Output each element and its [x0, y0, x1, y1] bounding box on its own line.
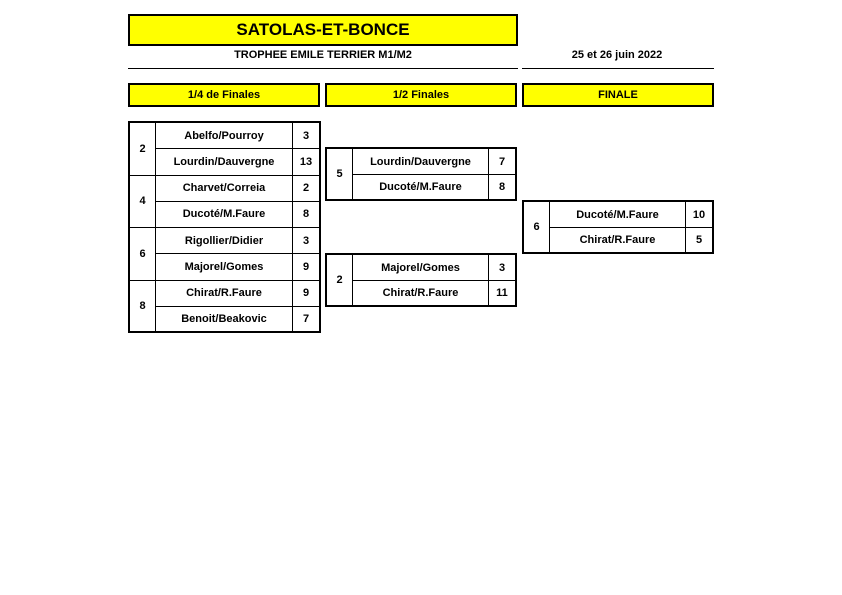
match-seed: 6 [130, 228, 156, 281]
team-score: 2 [293, 176, 319, 202]
team-score: 8 [498, 181, 506, 193]
match-seed: 4 [130, 175, 156, 228]
team-score: 10 [686, 202, 712, 228]
round-header-final: FINALE [522, 83, 714, 107]
team-name: Lourdin/Dauvergne [353, 149, 489, 175]
team-score: 3 [293, 123, 319, 150]
final-match: 6 Ducoté/M.Faure 10 Chirat/R.Faure 5 [522, 200, 714, 254]
team-name: Majorel/Gomes [353, 255, 489, 281]
team-score: 3 [489, 255, 515, 281]
trophy-name: TROPHEE EMILE TERRIER M1/M2 [234, 49, 412, 61]
team-score: 9 [293, 254, 319, 281]
team-name: Chirat/R.Faure [353, 281, 489, 305]
team-name: Charvet/Correia [156, 175, 293, 202]
team-name: Majorel/Gomes [156, 254, 293, 281]
header-rule-left [128, 68, 518, 69]
team-name: Ducoté/M.Faure [156, 201, 293, 228]
match-seed: 2 [327, 255, 353, 305]
team-score: 3 [293, 228, 319, 255]
team-name: Chirat/R.Faure [550, 228, 686, 252]
round-header-quarterfinals: 1/4 de Finales [128, 83, 320, 107]
team-score: 5 [695, 234, 703, 246]
round-header-semifinals: 1/2 Finales [325, 83, 517, 107]
team-score: 7 [302, 312, 310, 325]
team-score: 13 [293, 149, 319, 176]
event-dates: 25 et 26 juin 2022 [571, 49, 663, 61]
team-name: Benoit/Beakovic [156, 306, 293, 331]
team-name: Ducoté/M.Faure [353, 175, 489, 199]
header-rule-right [522, 68, 714, 69]
team-score: 9 [293, 281, 319, 307]
team-name: Lourdin/Dauvergne [156, 149, 293, 176]
page-title: SATOLAS-ET-BONCE [128, 14, 518, 46]
match-seed: 5 [327, 149, 353, 199]
quarterfinals-table: 2 Abelfo/Pourroy 3 Lourdin/Dauvergne 13 … [128, 121, 321, 333]
team-name: Abelfo/Pourroy [156, 123, 293, 150]
semifinal-match-1: 5 Lourdin/Dauvergne 7 Ducoté/M.Faure 8 [325, 147, 517, 201]
team-name: Ducoté/M.Faure [550, 202, 686, 228]
team-score: 8 [293, 202, 319, 228]
team-score: 11 [496, 287, 508, 299]
semifinal-match-2: 2 Majorel/Gomes 3 Chirat/R.Faure 11 [325, 253, 517, 307]
team-name: Chirat/R.Faure [156, 280, 293, 307]
match-seed: 2 [130, 123, 156, 176]
team-name: Rigollier/Didier [156, 228, 293, 255]
team-score: 7 [489, 149, 515, 175]
match-seed: 6 [524, 202, 550, 252]
match-seed: 8 [130, 280, 156, 331]
